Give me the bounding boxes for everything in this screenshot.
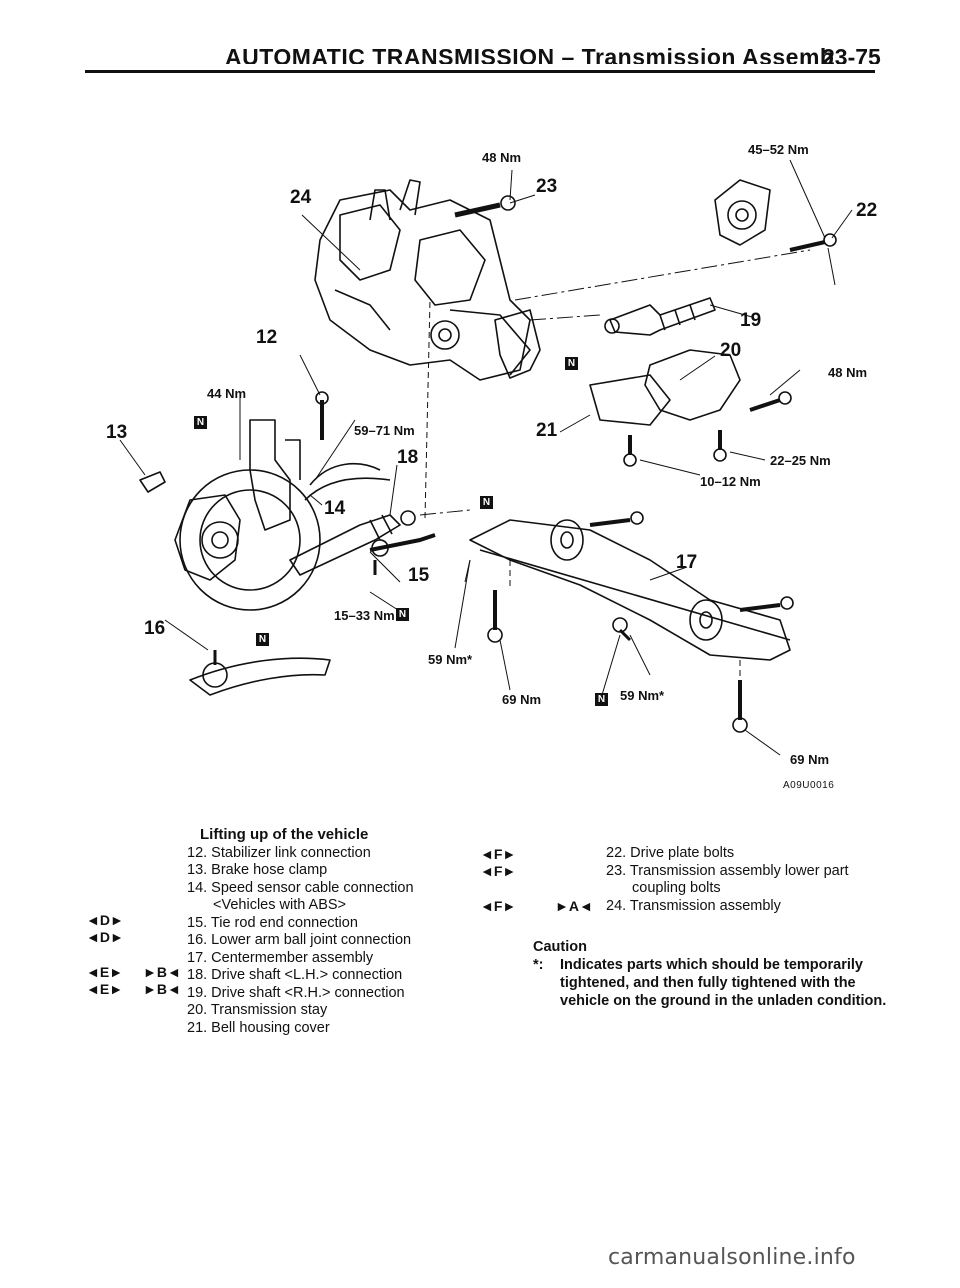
symbol-f: ◄F► xyxy=(480,863,517,879)
new-part-mark: N xyxy=(565,357,578,370)
page-number: 23-75 xyxy=(822,44,881,64)
symbol-a: ►A◄ xyxy=(555,898,593,914)
symbol-e: ◄E► xyxy=(86,964,124,980)
bell-housing-cover xyxy=(494,309,541,379)
legend-item-20: 20. Transmission stay xyxy=(187,1002,328,1018)
tie-rod-end xyxy=(369,533,436,552)
torque-69nm-rear: 69 Nm xyxy=(790,752,830,767)
torque-48nm-stay: 48 Nm xyxy=(828,365,868,380)
torque-59-71nm: 59–71 Nm xyxy=(354,423,415,438)
torque-45-52nm: 45–52 Nm xyxy=(748,142,809,157)
caution-mark: *: xyxy=(533,957,544,973)
new-part-mark: N xyxy=(480,496,493,509)
caution-line: vehicle on the ground in the unladen con… xyxy=(560,993,887,1009)
legend-item-14-note: <Vehicles with ABS> xyxy=(213,897,346,913)
legend-left: Lifting up of the vehicle 12. Stabilizer… xyxy=(187,826,414,1037)
legend-item-22: 22. Drive plate bolts xyxy=(606,845,735,861)
legend-item-12: 12. Stabilizer link connection xyxy=(187,844,371,861)
torque-69nm-front: 69 Nm xyxy=(502,692,542,707)
legend-item-14: 14. Speed sensor cable connection xyxy=(187,879,414,896)
legend-left-title: Lifting up of the vehicle xyxy=(200,826,369,843)
callout-18: 18 xyxy=(397,447,419,468)
legend-item-21: 21. Bell housing cover xyxy=(187,1019,330,1036)
torque-48nm-bolt23: 48 Nm xyxy=(482,150,522,165)
symbol-e: ◄E► xyxy=(86,981,124,997)
transmission-case xyxy=(314,189,531,381)
transmission-stay xyxy=(644,349,741,421)
legend-item-24: 24. Transmission assembly xyxy=(606,897,781,914)
callout-21: 21 xyxy=(536,420,558,441)
torque-59nm-rear: 59 Nm* xyxy=(620,688,665,703)
symbol-b: ►B◄ xyxy=(143,981,181,997)
exploded-diagram: 24 23 22 12 13 18 14 15 16 17 19 20 21 4… xyxy=(90,120,890,810)
caution-note: Caution *: Indicates parts which should … xyxy=(533,938,886,1010)
callout-15: 15 xyxy=(408,565,430,586)
callout-20: 20 xyxy=(720,340,742,361)
drive-plate xyxy=(714,179,771,246)
callout-14: 14 xyxy=(324,498,346,519)
legend-item-15: 15. Tie rod end connection xyxy=(187,914,358,931)
symbol-d: ◄D► xyxy=(86,929,124,945)
legend-item-23-cont: coupling bolts xyxy=(632,880,721,896)
legend-item-18: 18. Drive shaft <L.H.> connection xyxy=(187,967,403,983)
callout-22: 22 xyxy=(856,200,878,221)
lower-arm xyxy=(189,657,331,696)
caution-line: Indicates parts which should be temporar… xyxy=(560,957,863,973)
symbol-b: ►B◄ xyxy=(143,964,181,980)
legend-item-17: 17. Centermember assembly xyxy=(187,949,374,966)
callout-24: 24 xyxy=(290,187,312,208)
torque-15-33nm: 15–33 Nm xyxy=(334,608,395,623)
callout-19: 19 xyxy=(740,310,762,331)
legend-right: 22. Drive plate bolts 23. Transmission a… xyxy=(606,845,849,915)
torque-44nm: 44 Nm xyxy=(207,386,247,401)
legend-item-19: 19. Drive shaft <R.H.> connection xyxy=(187,984,405,1001)
centermember xyxy=(469,519,791,661)
new-part-mark: N xyxy=(595,693,608,706)
legend-item-16: 16. Lower arm ball joint connection xyxy=(187,932,412,948)
caution-line: tightened, and then fully tightened with… xyxy=(560,975,856,991)
callout-13: 13 xyxy=(106,422,128,443)
new-part-mark: N xyxy=(396,608,409,621)
brake-disc xyxy=(179,469,321,611)
torque-10-12nm: 10–12 Nm xyxy=(700,474,761,489)
symbol-d: ◄D► xyxy=(86,912,124,928)
symbol-f: ◄F► xyxy=(480,846,517,862)
header-rule xyxy=(85,70,875,73)
torque-22-25nm: 22–25 Nm xyxy=(770,453,831,468)
callout-16: 16 xyxy=(144,618,166,639)
new-part-mark: N xyxy=(256,633,269,646)
drive-shaft-lh xyxy=(289,514,401,576)
diagram-drawing xyxy=(119,159,853,756)
callout-17: 17 xyxy=(676,552,698,573)
figure-code: A09U0016 xyxy=(783,780,835,791)
drive-shaft-rh xyxy=(609,297,716,336)
callout-23: 23 xyxy=(536,176,558,197)
strut-bracket xyxy=(249,419,291,531)
watermark: carmanualsonline.info xyxy=(608,1245,856,1270)
new-part-mark: N xyxy=(194,416,207,429)
callout-12: 12 xyxy=(256,327,278,348)
legend-item-23: 23. Transmission assembly lower part xyxy=(606,862,849,879)
symbol-f: ◄F► xyxy=(480,898,517,914)
page-header-title: AUTOMATIC TRANSMISSION – Transmission As… xyxy=(225,44,835,64)
legend-item-13: 13. Brake hose clamp xyxy=(187,862,328,878)
torque-59nm-front: 59 Nm* xyxy=(428,652,473,667)
caution-title: Caution xyxy=(533,939,587,955)
